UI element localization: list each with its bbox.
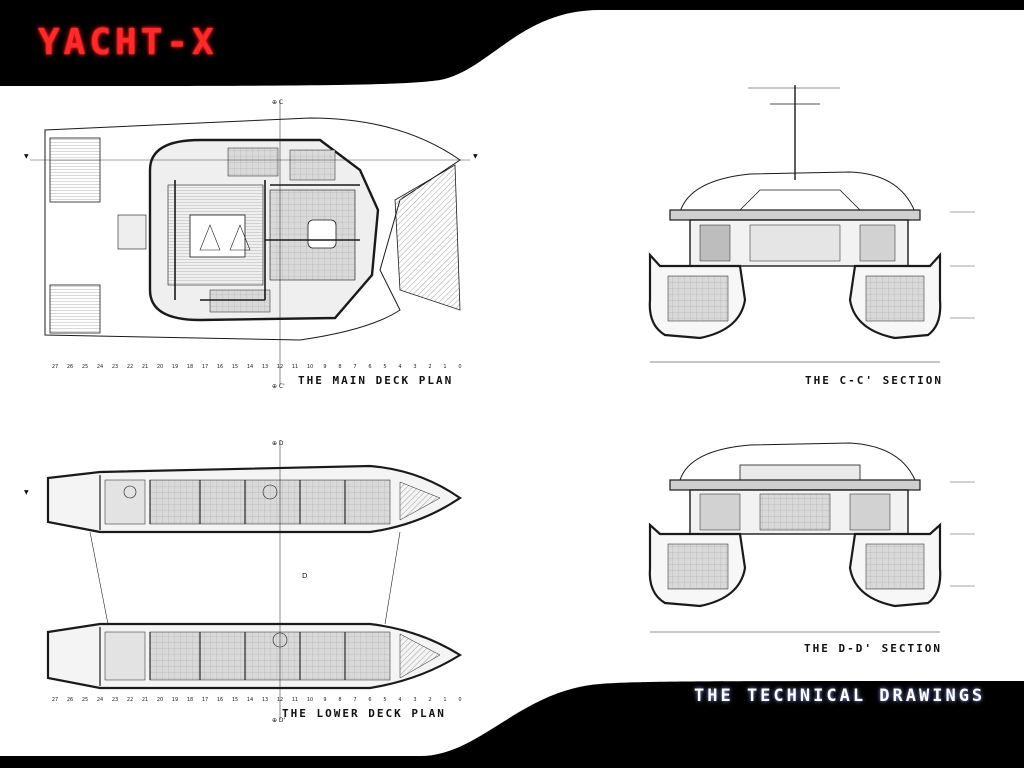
svg-text:⊕ C: ⊕ C (272, 99, 283, 106)
section-cc-caption: THE C-C' SECTION (805, 374, 943, 387)
frame-number: 6 (368, 697, 371, 703)
frame-number: 10 (307, 364, 313, 370)
frame-number: 20 (157, 364, 163, 370)
frame-number: 9 (323, 697, 326, 703)
frame-number: 19 (172, 697, 178, 703)
frame-number: 0 (458, 697, 461, 703)
header-banner (0, 0, 1024, 86)
frame-number: 11 (292, 697, 298, 703)
frame-number: 27 (52, 364, 58, 370)
frame-number: 25 (82, 697, 88, 703)
frame-number: 26 (67, 697, 73, 703)
frame-number: 17 (202, 364, 208, 370)
footer-banner (0, 681, 1024, 768)
frame-number: 1 (443, 697, 446, 703)
main-deck-caption: THE MAIN DECK PLAN (298, 374, 454, 387)
svg-text:▼: ▼ (24, 153, 29, 160)
frame-number: 8 (338, 697, 341, 703)
svg-text:▼: ▼ (24, 489, 29, 496)
frame-number: 2 (428, 364, 431, 370)
frame-number: 22 (127, 364, 133, 370)
frame-number: 4 (398, 697, 401, 703)
frame-number: 16 (217, 364, 223, 370)
lower-deck-caption: THE LOWER DECK PLAN (282, 707, 446, 720)
frame-number: 2 (428, 697, 431, 703)
frame-number: 26 (67, 364, 73, 370)
frame-number: 20 (157, 697, 163, 703)
frame-number: 14 (247, 697, 253, 703)
frame-number: 3 (413, 364, 416, 370)
frame-number: 11 (292, 364, 298, 370)
frame-number: 21 (142, 364, 148, 370)
svg-text:⊕ D': ⊕ D' (272, 717, 286, 724)
frame-number: 22 (127, 697, 133, 703)
frame-number: 5 (383, 364, 386, 370)
section-dd-caption: THE D-D' SECTION (804, 642, 942, 655)
frame-number: 21 (142, 697, 148, 703)
main-deck-plan: ⊕ C ⊕ C' ▼ ▼ (24, 99, 478, 390)
lower-deck-plan: ⊕ D ⊕ D' ▼ (24, 440, 463, 724)
frame-number: 5 (383, 697, 386, 703)
frame-number: 13 (262, 364, 268, 370)
svg-text:⊕ C': ⊕ C' (272, 383, 285, 390)
frame-number: 3 (413, 697, 416, 703)
frame-number: 7 (353, 364, 356, 370)
lower-deck-center-label: D (302, 572, 307, 580)
frame-number: 15 (232, 364, 238, 370)
sheet-title: THE TECHNICAL DRAWINGS (694, 686, 986, 706)
frame-number: 10 (307, 697, 313, 703)
frame-number: 0 (458, 364, 461, 370)
frame-number: 25 (82, 364, 88, 370)
frame-number: 24 (97, 697, 103, 703)
frame-number: 9 (323, 364, 326, 370)
frame-number: 13 (262, 697, 268, 703)
svg-text:▼: ▼ (473, 153, 478, 160)
frame-number: 15 (232, 697, 238, 703)
frame-number: 14 (247, 364, 253, 370)
frame-number: 4 (398, 364, 401, 370)
frame-number: 12 (277, 697, 283, 703)
frame-number: 1 (443, 364, 446, 370)
frame-number: 7 (353, 697, 356, 703)
frame-number: 17 (202, 697, 208, 703)
brand-logo: YACHT-X (38, 22, 218, 63)
frame-number: 8 (338, 364, 341, 370)
frame-number: 18 (187, 697, 193, 703)
frame-number: 27 (52, 697, 58, 703)
frame-number: 6 (368, 364, 371, 370)
frame-number: 19 (172, 364, 178, 370)
frame-number: 12 (277, 364, 283, 370)
svg-text:⊕ D: ⊕ D (272, 440, 284, 447)
section-dd-drawing (648, 442, 975, 633)
frame-number: 24 (97, 364, 103, 370)
frame-number: 23 (112, 697, 118, 703)
frame-number: 18 (187, 364, 193, 370)
frame-number: 23 (112, 364, 118, 370)
section-cc-drawing (648, 85, 975, 363)
frame-number: 16 (217, 697, 223, 703)
